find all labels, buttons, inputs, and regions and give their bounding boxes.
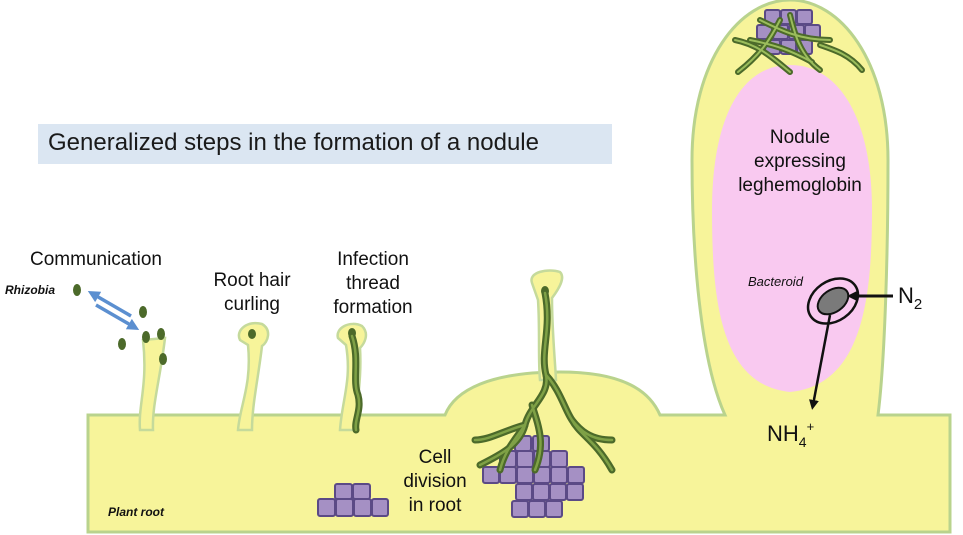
page-title: Generalized steps in the formation of a … bbox=[48, 129, 539, 156]
label-nodule-line1: Nodule bbox=[770, 127, 830, 148]
title-banner bbox=[38, 124, 612, 164]
label-n2: N2 bbox=[898, 283, 922, 313]
bacteroid bbox=[806, 277, 860, 325]
label-cell-division-line3: in root bbox=[409, 495, 463, 516]
label-communication: Communication bbox=[30, 249, 162, 270]
label-cell-division-line1: Cell bbox=[419, 447, 452, 468]
label-cell-division-line2: division bbox=[403, 471, 466, 492]
label-infection-line2: thread bbox=[346, 273, 400, 294]
root-hair-2 bbox=[236, 321, 270, 432]
nodule-top-threads bbox=[732, 12, 865, 75]
branching-threads bbox=[471, 289, 616, 474]
label-infection-line1: Infection bbox=[337, 249, 409, 270]
label-nodule-line2: expressing bbox=[754, 151, 846, 172]
dividing-cells-cluster-1 bbox=[317, 483, 389, 517]
label-bacteroid: Bacteroid bbox=[748, 274, 804, 289]
label-root-hair-line2: curling bbox=[224, 294, 280, 315]
label-rhizobia: Rhizobia bbox=[5, 283, 55, 297]
nodule-interior bbox=[712, 65, 872, 392]
label-infection-line3: formation bbox=[333, 297, 412, 318]
communication-arrows bbox=[87, 290, 140, 331]
label-plant-root: Plant root bbox=[108, 505, 165, 519]
infection-thread bbox=[348, 332, 363, 434]
root-hair-1 bbox=[138, 336, 167, 432]
label-nodule-line3: leghemoglobin bbox=[738, 175, 862, 196]
label-nh4: NH4+ bbox=[767, 419, 814, 450]
nh4-arrow bbox=[809, 314, 832, 410]
label-root-hair-line1: Root hair bbox=[213, 270, 291, 291]
